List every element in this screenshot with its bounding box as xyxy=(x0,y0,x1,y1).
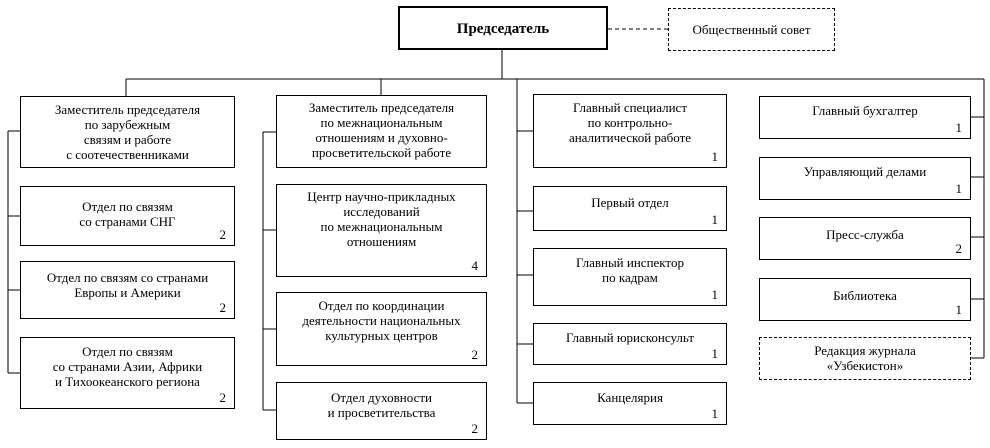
chairman-box: Председатель xyxy=(398,6,608,50)
first-dept-label: Первый отдел xyxy=(591,195,669,210)
asia-africa-dept-label: Отдел по связям со странами Азии, Африки… xyxy=(52,344,203,389)
chief-accountant-box: Главный бухгалтер 1 xyxy=(759,96,971,139)
europe-america-dept-label: Отдел по связям со странами Европы и Аме… xyxy=(46,270,209,300)
deputy-interethnic-box: Заместитель председателя по межнациональ… xyxy=(276,95,487,168)
europe-america-dept-count: 2 xyxy=(219,300,227,315)
journal-editorial-box: Редакция журнала «Узбекистон» xyxy=(759,337,971,380)
spirituality-dept-box: Отдел духовности и просветительства 2 xyxy=(276,382,487,440)
chancellery-count: 1 xyxy=(711,406,719,421)
library-label: Библиотека xyxy=(833,288,897,303)
press-service-count: 2 xyxy=(955,241,963,256)
cultural-centers-dept-count: 2 xyxy=(471,347,479,362)
chief-analyst-label: Главный специалист по контрольно- аналит… xyxy=(568,100,692,145)
library-count: 1 xyxy=(955,302,963,317)
asia-africa-dept-count: 2 xyxy=(219,390,227,405)
hr-inspector-count: 1 xyxy=(711,287,719,302)
chairman-label: Председатель xyxy=(456,21,550,37)
chief-analyst-box: Главный специалист по контрольно- аналит… xyxy=(533,94,727,168)
research-center-label: Центр научно-прикладных исследований по … xyxy=(307,189,456,249)
hr-inspector-label: Главный инспектор по кадрам xyxy=(576,255,684,285)
public-council-label: Общественный совет xyxy=(692,22,811,37)
public-council-box: Общественный совет xyxy=(668,8,835,51)
cultural-centers-dept-label: Отдел по координации деятельности национ… xyxy=(302,298,461,343)
spirituality-dept-count: 2 xyxy=(471,421,479,436)
chief-accountant-count: 1 xyxy=(955,120,963,135)
chancellery-box: Канцелярия 1 xyxy=(533,382,727,425)
deputy-interethnic-label: Заместитель председателя по межнациональ… xyxy=(308,100,455,160)
office-manager-box: Управляющий делами 1 xyxy=(759,157,971,200)
chancellery-label: Канцелярия xyxy=(597,390,663,405)
deputy-foreign-relations-label: Заместитель председателя по зарубежным с… xyxy=(54,102,201,162)
research-center-box: Центр научно-прикладных исследований по … xyxy=(276,184,487,277)
cis-dept-count: 2 xyxy=(219,227,227,242)
journal-editorial-label: Редакция журнала «Узбекистон» xyxy=(814,343,916,373)
research-center-count: 4 xyxy=(471,258,479,273)
legal-counsel-label: Главный юрисконсульт xyxy=(565,330,694,345)
cultural-centers-dept-box: Отдел по координации деятельности национ… xyxy=(276,292,487,366)
office-manager-label: Управляющий делами xyxy=(803,164,927,179)
chief-accountant-label: Главный бухгалтер xyxy=(812,103,918,118)
hr-inspector-box: Главный инспектор по кадрам 1 xyxy=(533,248,727,306)
legal-counsel-count: 1 xyxy=(711,346,719,361)
cis-dept-label: Отдел по связям со странами СНГ xyxy=(79,199,176,229)
deputy-foreign-relations-box: Заместитель председателя по зарубежным с… xyxy=(20,96,235,168)
first-dept-count: 1 xyxy=(711,212,719,227)
press-service-label: Пресс-служба xyxy=(826,227,904,242)
legal-counsel-box: Главный юрисконсульт 1 xyxy=(533,323,727,365)
chief-analyst-count: 1 xyxy=(711,149,719,164)
europe-america-dept-box: Отдел по связям со странами Европы и Аме… xyxy=(20,261,235,319)
first-dept-box: Первый отдел 1 xyxy=(533,186,727,231)
spirituality-dept-label: Отдел духовности и просветительства xyxy=(327,390,436,420)
asia-africa-dept-box: Отдел по связям со странами Азии, Африки… xyxy=(20,337,235,409)
library-box: Библиотека 1 xyxy=(759,278,971,321)
office-manager-count: 1 xyxy=(955,181,963,196)
press-service-box: Пресс-служба 2 xyxy=(759,217,971,260)
cis-dept-box: Отдел по связям со странами СНГ 2 xyxy=(20,186,235,246)
